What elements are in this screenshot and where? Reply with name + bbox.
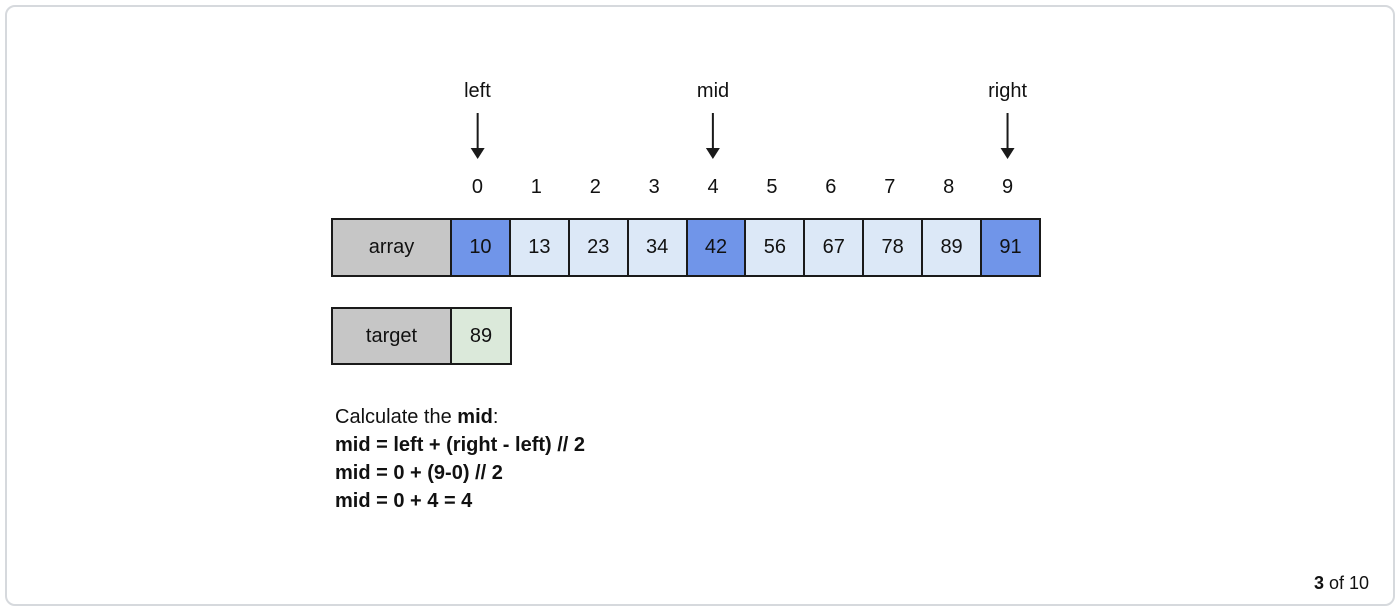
index-label: 0 [471,176,483,198]
calc-intro-line: Calculate the mid: [335,403,585,431]
array-cell: 10 [450,220,509,275]
calc-line: mid = 0 + 4 = 4 [335,490,473,512]
page-number-rest: of 10 [1323,573,1369,593]
array-cell: 34 [626,220,686,275]
array-cell: 89 [921,220,981,275]
calc-line: mid = 0 + (9-0) // 2 [335,462,503,484]
slide-card [5,5,1395,606]
pointer-label: left [464,80,491,102]
index-label: 2 [589,176,601,198]
target-row: target 89 [331,307,512,365]
calc-intro-bold: mid [457,406,493,428]
array-cell: 23 [567,220,627,275]
pointer-label: mid [696,80,730,102]
down-arrow-icon [1000,113,1015,159]
pointer-mid: mid [697,80,729,159]
calc-intro-suffix: : [492,406,499,428]
index-label: 5 [766,176,778,198]
index-label: 3 [648,176,660,198]
index-label: 1 [530,176,542,198]
calc-line: mid = left + (right - left) // 2 [335,434,586,456]
index-label: 6 [825,176,837,198]
page-number-current: 3 [1313,573,1324,593]
calc-intro-prefix: Calculate the [335,406,458,428]
index-label: 4 [707,176,719,198]
pointer-label: right [988,80,1027,102]
array-cell: 67 [803,220,863,275]
down-arrow-icon [470,113,485,159]
target-value-cell: 89 [450,309,510,363]
index-label: 9 [1001,176,1014,198]
down-arrow-icon [706,113,721,159]
index-label: 7 [884,176,896,198]
pointer-right: right [988,80,1027,159]
calc-formula-lines: mid = left + (right - left) // 2 mid = 0 … [335,431,585,515]
calculation-block: Calculate the mid: mid = left + (right -… [335,403,585,515]
pointer-left: left [464,80,491,159]
array-cell: 91 [980,220,1039,275]
array-label-cell: array [333,220,450,275]
index-label: 8 [943,176,955,198]
array-cell: 78 [862,220,922,275]
page-indicator: 3 of 10 [1314,573,1369,594]
array-cell: 56 [744,220,804,275]
array-cell: 13 [508,220,568,275]
target-label-cell: target [333,309,450,363]
array-cell: 42 [685,220,745,275]
